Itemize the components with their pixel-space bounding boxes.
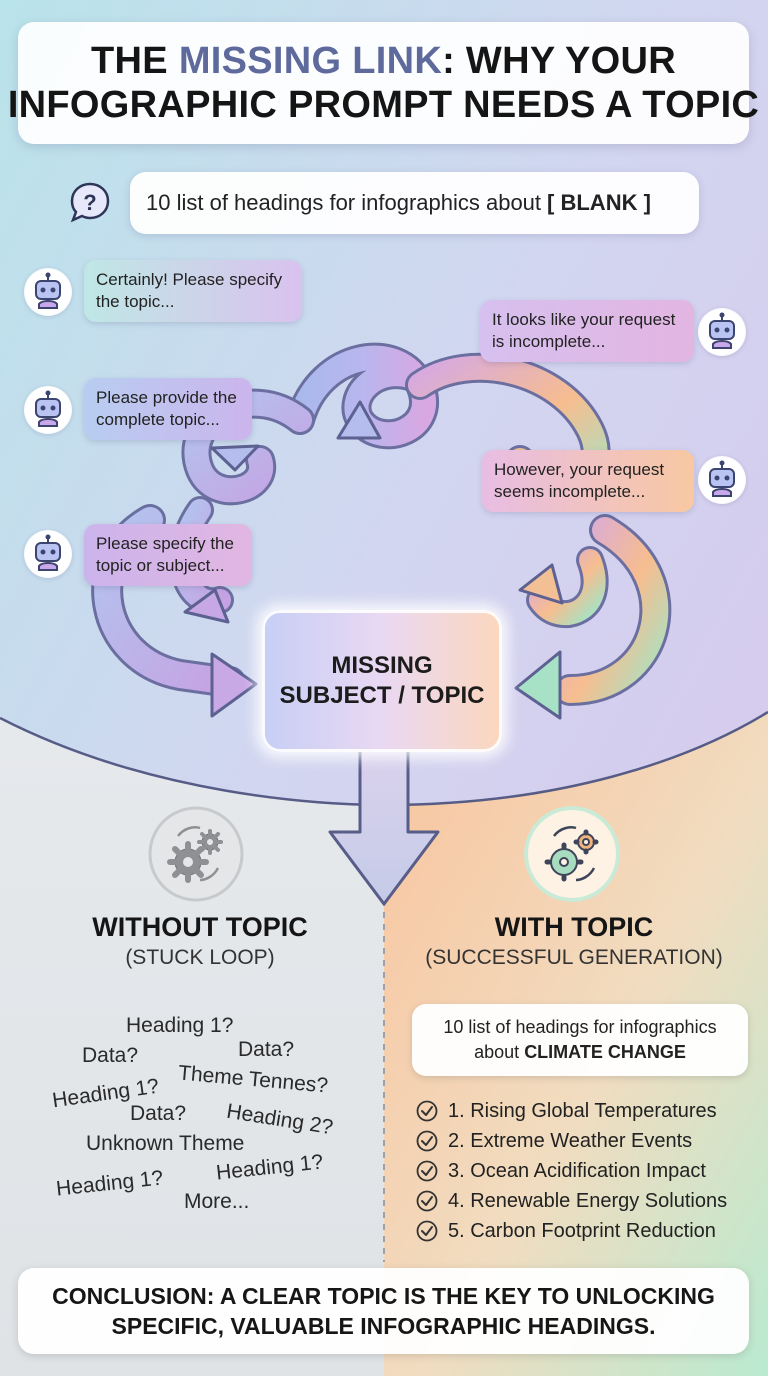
topic-prompt-topic: CLIMATE CHANGE bbox=[524, 1042, 686, 1062]
topic-prompt-box: 10 list of headings for infographics abo… bbox=[412, 1004, 748, 1076]
bubble-text: seems incomplete... bbox=[494, 482, 646, 501]
gears-icon bbox=[524, 806, 620, 902]
prompt-blank: [ BLANK ] bbox=[547, 190, 651, 215]
bot-bubble-right-1: It looks like your request is incomplete… bbox=[480, 300, 694, 362]
prompt-text: 10 list of headings for infographics abo… bbox=[146, 190, 542, 215]
robot-icon bbox=[24, 530, 72, 578]
topic-prompt-line-1: 10 list of headings for infographics bbox=[443, 1017, 717, 1037]
heading-text: 4. Renewable Energy Solutions bbox=[448, 1189, 728, 1212]
bot-bubble-right-2: However, your request seems incomplete..… bbox=[482, 450, 694, 512]
down-arrow-icon bbox=[328, 740, 440, 906]
chaos-word: Data? bbox=[238, 1038, 295, 1061]
chaos-word: Heading 1? bbox=[126, 1014, 234, 1037]
bot-bubble-left-3: Please specify the topic or subject... bbox=[84, 524, 252, 586]
bubble-text: It looks like your request bbox=[492, 310, 676, 329]
robot-icon bbox=[698, 456, 746, 504]
bubble-text: topic or subject... bbox=[96, 556, 225, 575]
check-circle-icon bbox=[416, 1190, 438, 1212]
heading-text: 1. Rising Global Temperatures bbox=[448, 1099, 717, 1122]
gears-icon bbox=[148, 806, 244, 902]
title-card: THE MISSING LINK: WHY YOUR INFOGRAPHIC P… bbox=[8, 22, 759, 144]
bot-bubble-left-2: Please provide the complete topic... bbox=[84, 378, 252, 440]
headings-list: 1. Rising Global Temperatures 2. Extreme… bbox=[416, 1096, 727, 1246]
bubble-text: the topic... bbox=[96, 292, 175, 311]
list-item: 5. Carbon Footprint Reduction bbox=[416, 1216, 727, 1246]
bubble-text: is incomplete... bbox=[492, 332, 606, 351]
list-item: 1. Rising Global Temperatures bbox=[416, 1096, 727, 1126]
bubble-text: complete topic... bbox=[96, 410, 220, 429]
check-circle-icon bbox=[416, 1130, 438, 1152]
heading-text: 2. Extreme Weather Events bbox=[448, 1129, 693, 1152]
conclusion-line-2: SPECIFIC, VALUABLE INFOGRAPHIC HEADINGS. bbox=[111, 1313, 656, 1339]
heading-text: 3. Ocean Acidification Impact bbox=[448, 1159, 706, 1182]
without-topic-title: WITHOUT TOPIC bbox=[92, 912, 308, 942]
bot-bubble-left-1: Certainly! Please specify the topic... bbox=[84, 260, 302, 322]
bubble-text: Certainly! Please specify bbox=[96, 270, 283, 289]
list-item: 4. Renewable Energy Solutions bbox=[416, 1186, 727, 1216]
conclusion-card: CONCLUSION: A CLEAR TOPIC IS THE KEY TO … bbox=[18, 1268, 749, 1354]
without-topic-subtitle: (STUCK LOOP) bbox=[125, 946, 275, 969]
missing-topic-box: MISSING SUBJECT / TOPIC bbox=[262, 610, 502, 752]
missing-topic-line-2: SUBJECT / TOPIC bbox=[279, 682, 485, 709]
topic-prompt-line-2: about CLIMATE CHANGE bbox=[474, 1040, 686, 1065]
title-suffix: : WHY YOUR bbox=[442, 40, 676, 82]
question-icon: ? bbox=[70, 182, 110, 223]
topic-prompt-prefix: about bbox=[474, 1042, 520, 1062]
robot-icon bbox=[698, 308, 746, 356]
robot-icon bbox=[24, 268, 72, 316]
list-item: 2. Extreme Weather Events bbox=[416, 1126, 727, 1156]
robot-icon bbox=[24, 386, 72, 434]
chaos-word: Data? bbox=[82, 1044, 139, 1067]
conclusion-line-1: CONCLUSION: A CLEAR TOPIC IS THE KEY TO … bbox=[52, 1283, 715, 1309]
check-circle-icon bbox=[416, 1160, 438, 1182]
with-topic-title: WITH TOPIC bbox=[494, 912, 654, 942]
title-accent: MISSING LINK bbox=[178, 40, 443, 82]
with-topic-subtitle: (SUCCESSFUL GENERATION) bbox=[425, 946, 723, 969]
title-line-2: INFOGRAPHIC PROMPT NEEDS A TOPIC bbox=[7, 84, 760, 126]
chaos-word: More... bbox=[184, 1190, 250, 1213]
bubble-text: Please specify the bbox=[96, 534, 234, 553]
check-circle-icon bbox=[416, 1100, 438, 1122]
bubble-text: Please provide the bbox=[96, 388, 237, 407]
bubble-text: However, your request bbox=[494, 460, 665, 479]
title-prefix: THE bbox=[91, 40, 179, 82]
title-line-1: THE MISSING LINK: WHY YOUR bbox=[91, 39, 676, 83]
chaos-word: Unknown Theme bbox=[86, 1132, 245, 1155]
prompt-bubble: 10 list of headings for infographics abo… bbox=[130, 172, 699, 234]
svg-text:?: ? bbox=[83, 190, 96, 215]
check-circle-icon bbox=[416, 1220, 438, 1242]
missing-topic-line-1: MISSING bbox=[331, 652, 433, 679]
list-item: 3. Ocean Acidification Impact bbox=[416, 1156, 727, 1186]
chaos-word: Data? bbox=[130, 1102, 187, 1125]
heading-text: 5. Carbon Footprint Reduction bbox=[448, 1219, 716, 1242]
